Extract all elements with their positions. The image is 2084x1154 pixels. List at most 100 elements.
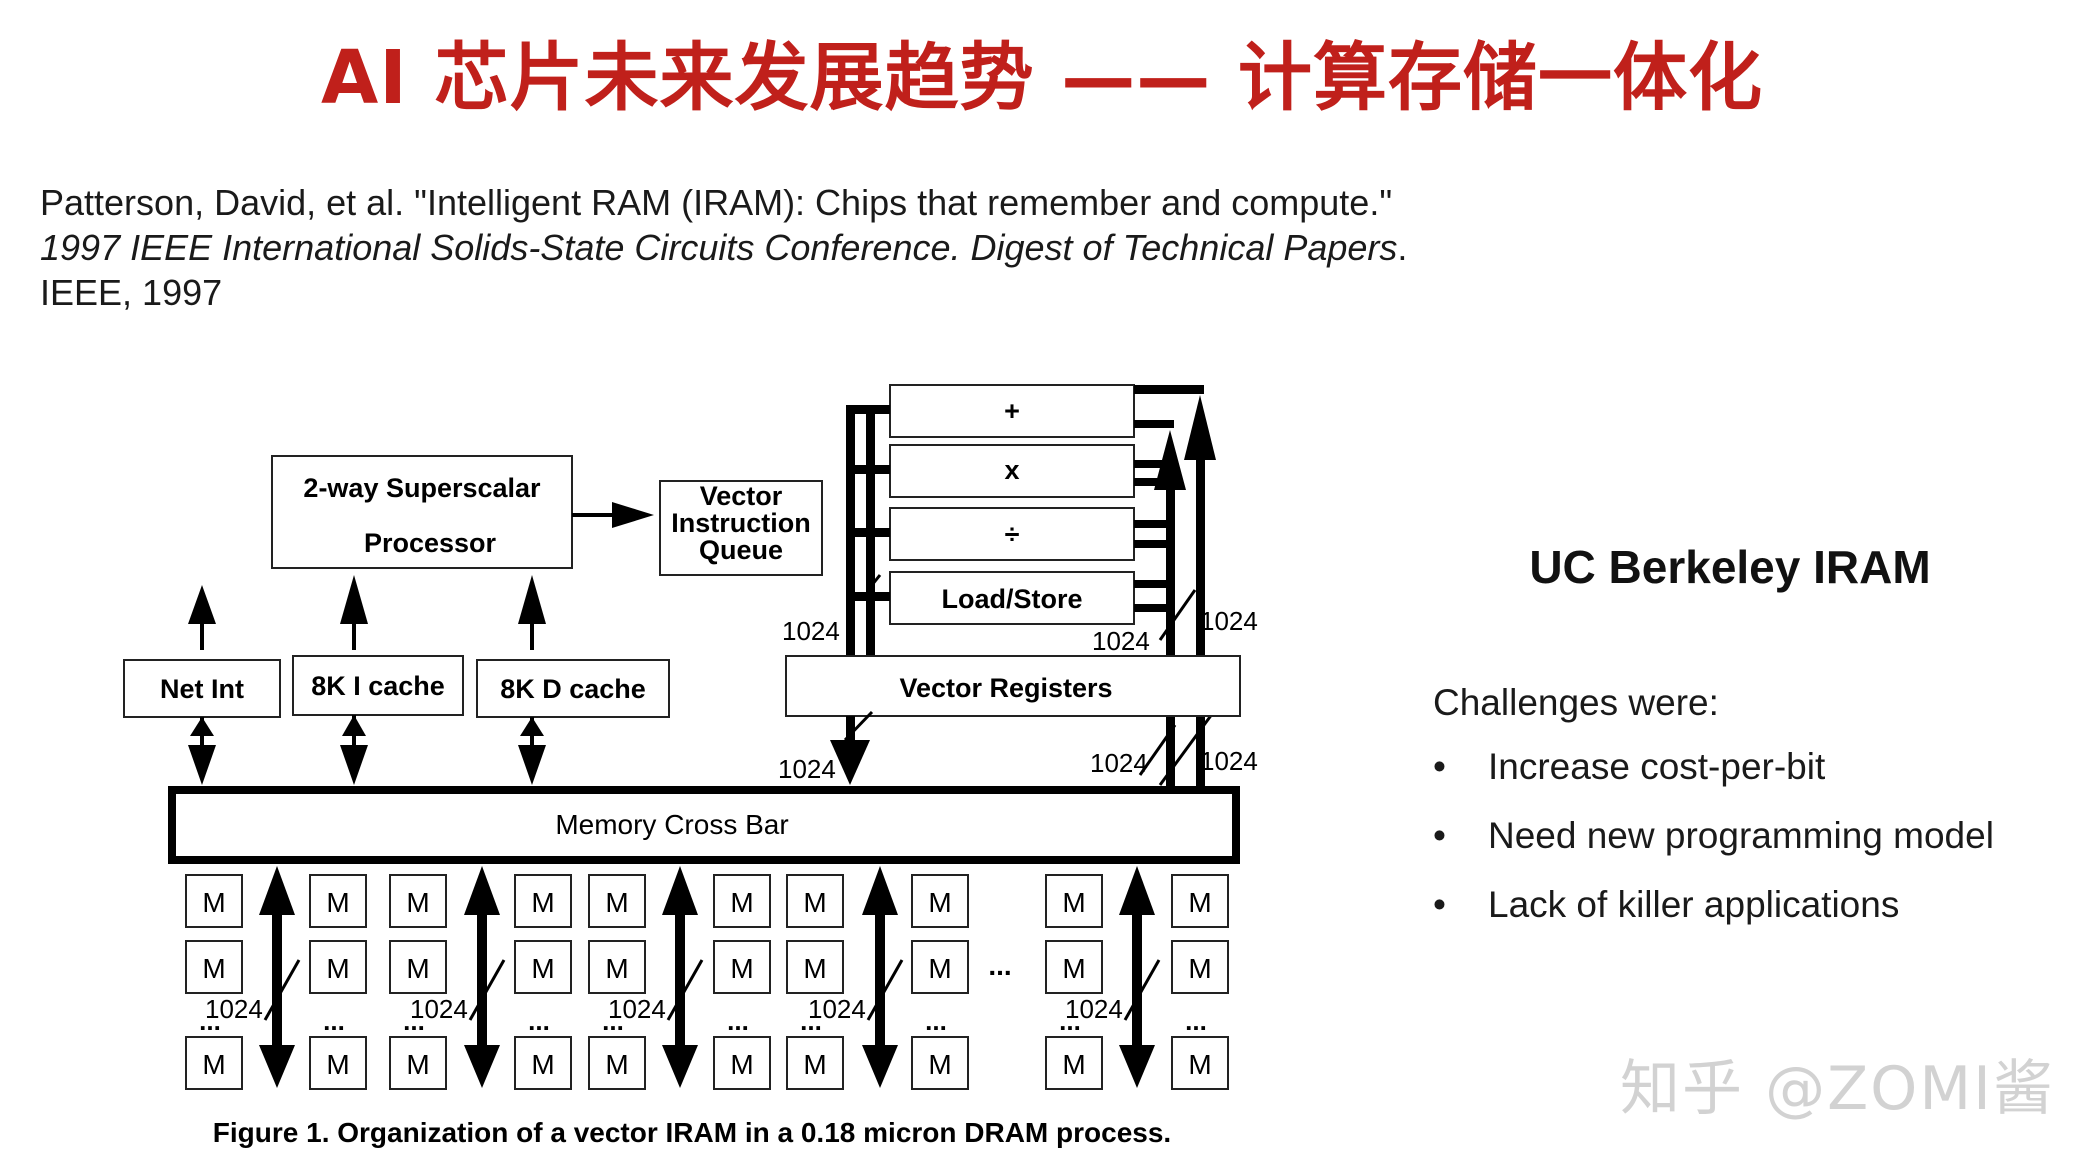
memory-module-label: M [326, 953, 349, 984]
icache-box [292, 655, 464, 716]
memory-module-box [185, 1036, 243, 1090]
memory-ellipsis: ... [403, 1006, 425, 1036]
memory-module-label: M [1188, 887, 1211, 918]
memory-module-box [1171, 874, 1229, 928]
fu-add-label: + [1004, 396, 1020, 426]
memory-bus-arrowhead-up [464, 866, 500, 915]
memory-module-box [911, 874, 969, 928]
memory-module-label: M [1188, 953, 1211, 984]
memory-module-label: M [928, 887, 951, 918]
memory-module-box [389, 940, 447, 994]
memory-crossbar [168, 786, 1240, 864]
memory-bus-arrowhead-up [259, 866, 295, 915]
icache-label: 8K I cache [311, 671, 445, 701]
challenge-text: Need new programming model [1488, 815, 1994, 856]
viq-box [659, 480, 823, 576]
memory-module-label: M [202, 887, 225, 918]
memory-module-label: M [1188, 1049, 1211, 1080]
memory-bus-slash [468, 959, 506, 1021]
memory-module-label: M [406, 1049, 429, 1080]
memory-bus-line [675, 905, 685, 1065]
processor-label-line1: 2-way Superscalar [303, 473, 541, 503]
memory-module-box [1171, 940, 1229, 994]
memory-ellipsis: ... [800, 1006, 822, 1036]
memory-module-label: M [406, 953, 429, 984]
memory-module-label: M [605, 1049, 628, 1080]
memory-module-label: M [406, 887, 429, 918]
memory-bus-arrowhead-down [1119, 1045, 1155, 1088]
challenge-text: Lack of killer applications [1488, 884, 1900, 925]
memory-bus-line [875, 905, 885, 1065]
vr-to-crossbar-arrow [830, 710, 874, 785]
memory-module-label: M [928, 953, 951, 984]
memory-module-box [1045, 940, 1103, 994]
memory-bus-width-label: 1024 [410, 994, 468, 1024]
memory-bus-slash [666, 959, 704, 1021]
memory-bus-arrowhead-down [259, 1045, 295, 1088]
memory-module-label: M [202, 953, 225, 984]
viq-label-line3: Queue [699, 535, 783, 565]
memory-bus-arrowhead-up [1119, 866, 1155, 915]
bullet-icon: • [1433, 815, 1446, 856]
citation-venue: 1997 IEEE International Solids-State Cir… [40, 227, 1398, 268]
memory-module-label: M [326, 1049, 349, 1080]
memory-module-box [786, 874, 844, 928]
memory-module-box [588, 874, 646, 928]
memory-module-label: M [1062, 887, 1085, 918]
memory-bus-arrowhead-down [662, 1045, 698, 1088]
fu-loadstore-box [889, 571, 1135, 625]
bus-label-vr-left: 1024 [778, 754, 836, 784]
memory-ellipsis: ... [1185, 1006, 1207, 1036]
memory-module-label: M [531, 1049, 554, 1080]
memory-module-box [185, 874, 243, 928]
memory-module-box [911, 1036, 969, 1090]
memory-module-label: M [730, 953, 753, 984]
memory-module-box [713, 1036, 771, 1090]
bus-label-vr-right-2: 1024 [1200, 746, 1258, 776]
memory-bus-arrowhead-down [464, 1045, 500, 1088]
memory-module-label: M [803, 887, 826, 918]
memory-bus-line [477, 905, 487, 1065]
memory-module-box [1045, 1036, 1103, 1090]
memory-ellipsis: ... [528, 1006, 550, 1036]
citation: Patterson, David, et al. "Intelligent RA… [40, 180, 1460, 315]
memory-module-box [1171, 1036, 1229, 1090]
memory-ellipsis: ... [602, 1006, 624, 1036]
memory-module-box [1045, 874, 1103, 928]
memory-module-box [713, 874, 771, 928]
citation-authors: Patterson, David, et al. "Intelligent RA… [40, 182, 1393, 223]
memory-module-box [389, 1036, 447, 1090]
memory-module-label: M [1062, 953, 1085, 984]
memory-module-label: M [730, 887, 753, 918]
memory-module-label: M [730, 1049, 753, 1080]
memory-bus-slash [263, 959, 301, 1021]
memory-module-label: M [531, 953, 554, 984]
memory-ellipsis: ... [1059, 1006, 1081, 1036]
fu-add-box [889, 384, 1135, 438]
memory-ellipsis: ... [727, 1006, 749, 1036]
memory-module-label: M [202, 1049, 225, 1080]
processor-to-viq-arrowhead [612, 502, 654, 528]
iram-heading: UC Berkeley IRAM [1529, 541, 1931, 593]
memory-module-box [514, 874, 572, 928]
slide-title: AI 芯片未来发展趋势 —— 计算存储一体化 [320, 35, 1764, 121]
bullet-icon: • [1433, 746, 1446, 787]
memory-module-box [309, 874, 367, 928]
memory-bus-slash [1123, 959, 1161, 1021]
bus-label-fu-right-1: 1024 [1092, 626, 1150, 656]
memory-module-box [514, 1036, 572, 1090]
memory-bus-arrowhead-up [862, 866, 898, 915]
memory-module-label: M [1062, 1049, 1085, 1080]
memory-module-box [389, 874, 447, 928]
memory-bus-width-label: 1024 [1065, 994, 1123, 1024]
memory-ellipsis: ... [925, 1006, 947, 1036]
lower-double-arrows [188, 715, 546, 785]
vector-registers-box [785, 655, 1241, 717]
memory-module-box [309, 1036, 367, 1090]
fu-div-box [889, 507, 1135, 561]
memory-bus-width-label: 1024 [608, 994, 666, 1024]
memory-ellipsis: ... [988, 950, 1011, 981]
memory-module-box [185, 940, 243, 994]
memory-module-box [309, 940, 367, 994]
